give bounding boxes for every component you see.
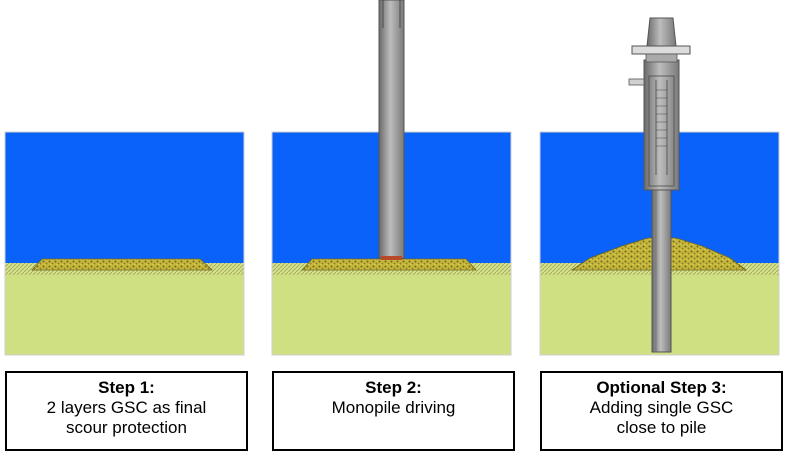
caption-step1: Step 1: 2 layers GSC as final scour prot… (5, 371, 248, 451)
water (5, 132, 244, 263)
seabed (272, 275, 511, 355)
panel-step2 (271, 0, 512, 356)
panel-step1 (4, 131, 245, 356)
caption-line: Adding single GSC (589, 398, 734, 417)
gsc-layer (301, 258, 477, 271)
panel-step3 (539, 17, 780, 356)
caption-title: Optional Step 3: (596, 378, 727, 397)
panel-border (4, 131, 245, 356)
caption-line: close to pile (616, 418, 707, 437)
monopile (378, 0, 405, 260)
seabed (5, 275, 244, 355)
caption-step2: Step 2: Monopile driving (272, 371, 515, 451)
monopile-with-gsc-frame (628, 17, 691, 353)
gsc-layer (31, 258, 214, 271)
caption-line: Monopile driving (331, 398, 456, 417)
caption-line: 2 layers GSC as final (46, 398, 207, 417)
caption-step3: Optional Step 3: Adding single GSC close… (540, 371, 783, 451)
caption-line: scour protection (66, 418, 187, 437)
caption-title: Step 1: (98, 378, 155, 397)
caption-title: Step 2: (365, 378, 422, 397)
